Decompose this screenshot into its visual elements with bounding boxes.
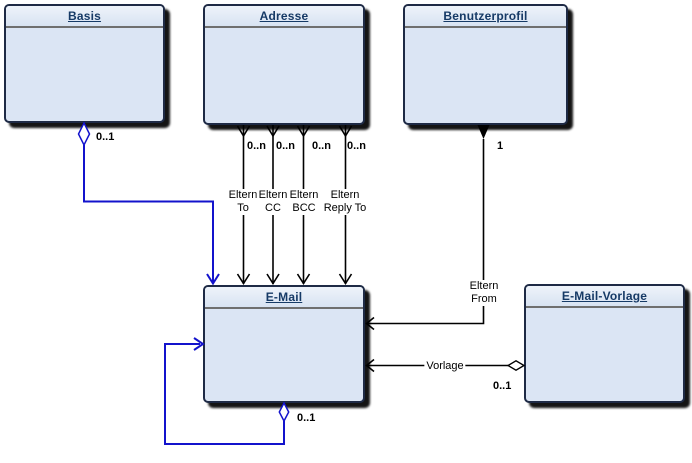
multiplicity-adresse-replyto: 0..n — [347, 140, 366, 152]
node-basis-title: Basis — [67, 9, 102, 23]
open-arrow-icon — [338, 125, 353, 138]
open-arrow-icon — [236, 273, 251, 285]
node-benutzerprofil-title: Benutzerprofil — [443, 9, 528, 23]
open-arrow-icon — [365, 358, 375, 373]
open-arrow-icon — [296, 273, 311, 285]
node-basis: Basis — [4, 4, 165, 123]
multiplicity-benutzerprofil: 1 — [497, 140, 504, 152]
node-email: E-Mail — [203, 285, 365, 403]
open-arrow-icon — [365, 316, 375, 331]
open-arrow-icon — [296, 125, 311, 138]
edge-basis-email — [77, 121, 220, 286]
open-arrow-icon — [266, 273, 280, 285]
node-email-title: E-Mail — [265, 290, 303, 304]
edge-label-eltern-replyto: Eltern Reply To — [321, 189, 369, 215]
node-email-vorlage-body — [526, 308, 683, 401]
edge-label-eltern-bcc: Eltern BCC — [287, 189, 321, 215]
multiplicity-adresse-bcc: 0..n — [312, 140, 331, 152]
open-arrow-icon — [206, 273, 220, 286]
multiplicity-vorlage: 0..1 — [493, 380, 512, 392]
edge-label-eltern-cc: Eltern CC — [256, 189, 290, 215]
edge-label-vorlage: Vorlage — [424, 360, 466, 373]
open-arrow-icon — [193, 337, 205, 351]
multiplicity-adresse-to: 0..n — [247, 140, 266, 152]
node-email-header: E-Mail — [205, 287, 363, 309]
node-email-vorlage-title: E-Mail-Vorlage — [561, 289, 648, 303]
open-arrow-icon — [266, 125, 280, 138]
node-email-vorlage-header: E-Mail-Vorlage — [526, 286, 683, 308]
edge-label-eltern-from: Eltern From — [467, 280, 501, 306]
hollow-diamond-icon — [278, 401, 290, 423]
node-adresse: Adresse — [203, 4, 365, 125]
multiplicity-adresse-cc: 0..n — [276, 140, 295, 152]
edge-label-eltern-to: Eltern To — [226, 189, 260, 215]
node-adresse-header: Adresse — [205, 6, 363, 28]
node-email-body — [205, 309, 363, 401]
open-arrow-icon — [236, 125, 251, 138]
node-adresse-body — [205, 28, 363, 123]
node-basis-header: Basis — [6, 6, 163, 28]
hollow-diamond-icon — [506, 359, 526, 372]
multiplicity-email-self: 0..1 — [297, 412, 316, 424]
hollow-diamond-icon — [77, 121, 91, 147]
node-adresse-title: Adresse — [259, 9, 309, 23]
node-benutzerprofil-header: Benutzerprofil — [405, 6, 566, 28]
node-basis-body — [6, 28, 163, 121]
node-email-vorlage: E-Mail-Vorlage — [524, 284, 685, 403]
filled-arrow-icon — [477, 125, 490, 139]
open-arrow-icon — [338, 273, 353, 285]
node-benutzerprofil: Benutzerprofil — [403, 4, 568, 125]
multiplicity-basis: 0..1 — [96, 131, 115, 143]
node-benutzerprofil-body — [405, 28, 566, 123]
